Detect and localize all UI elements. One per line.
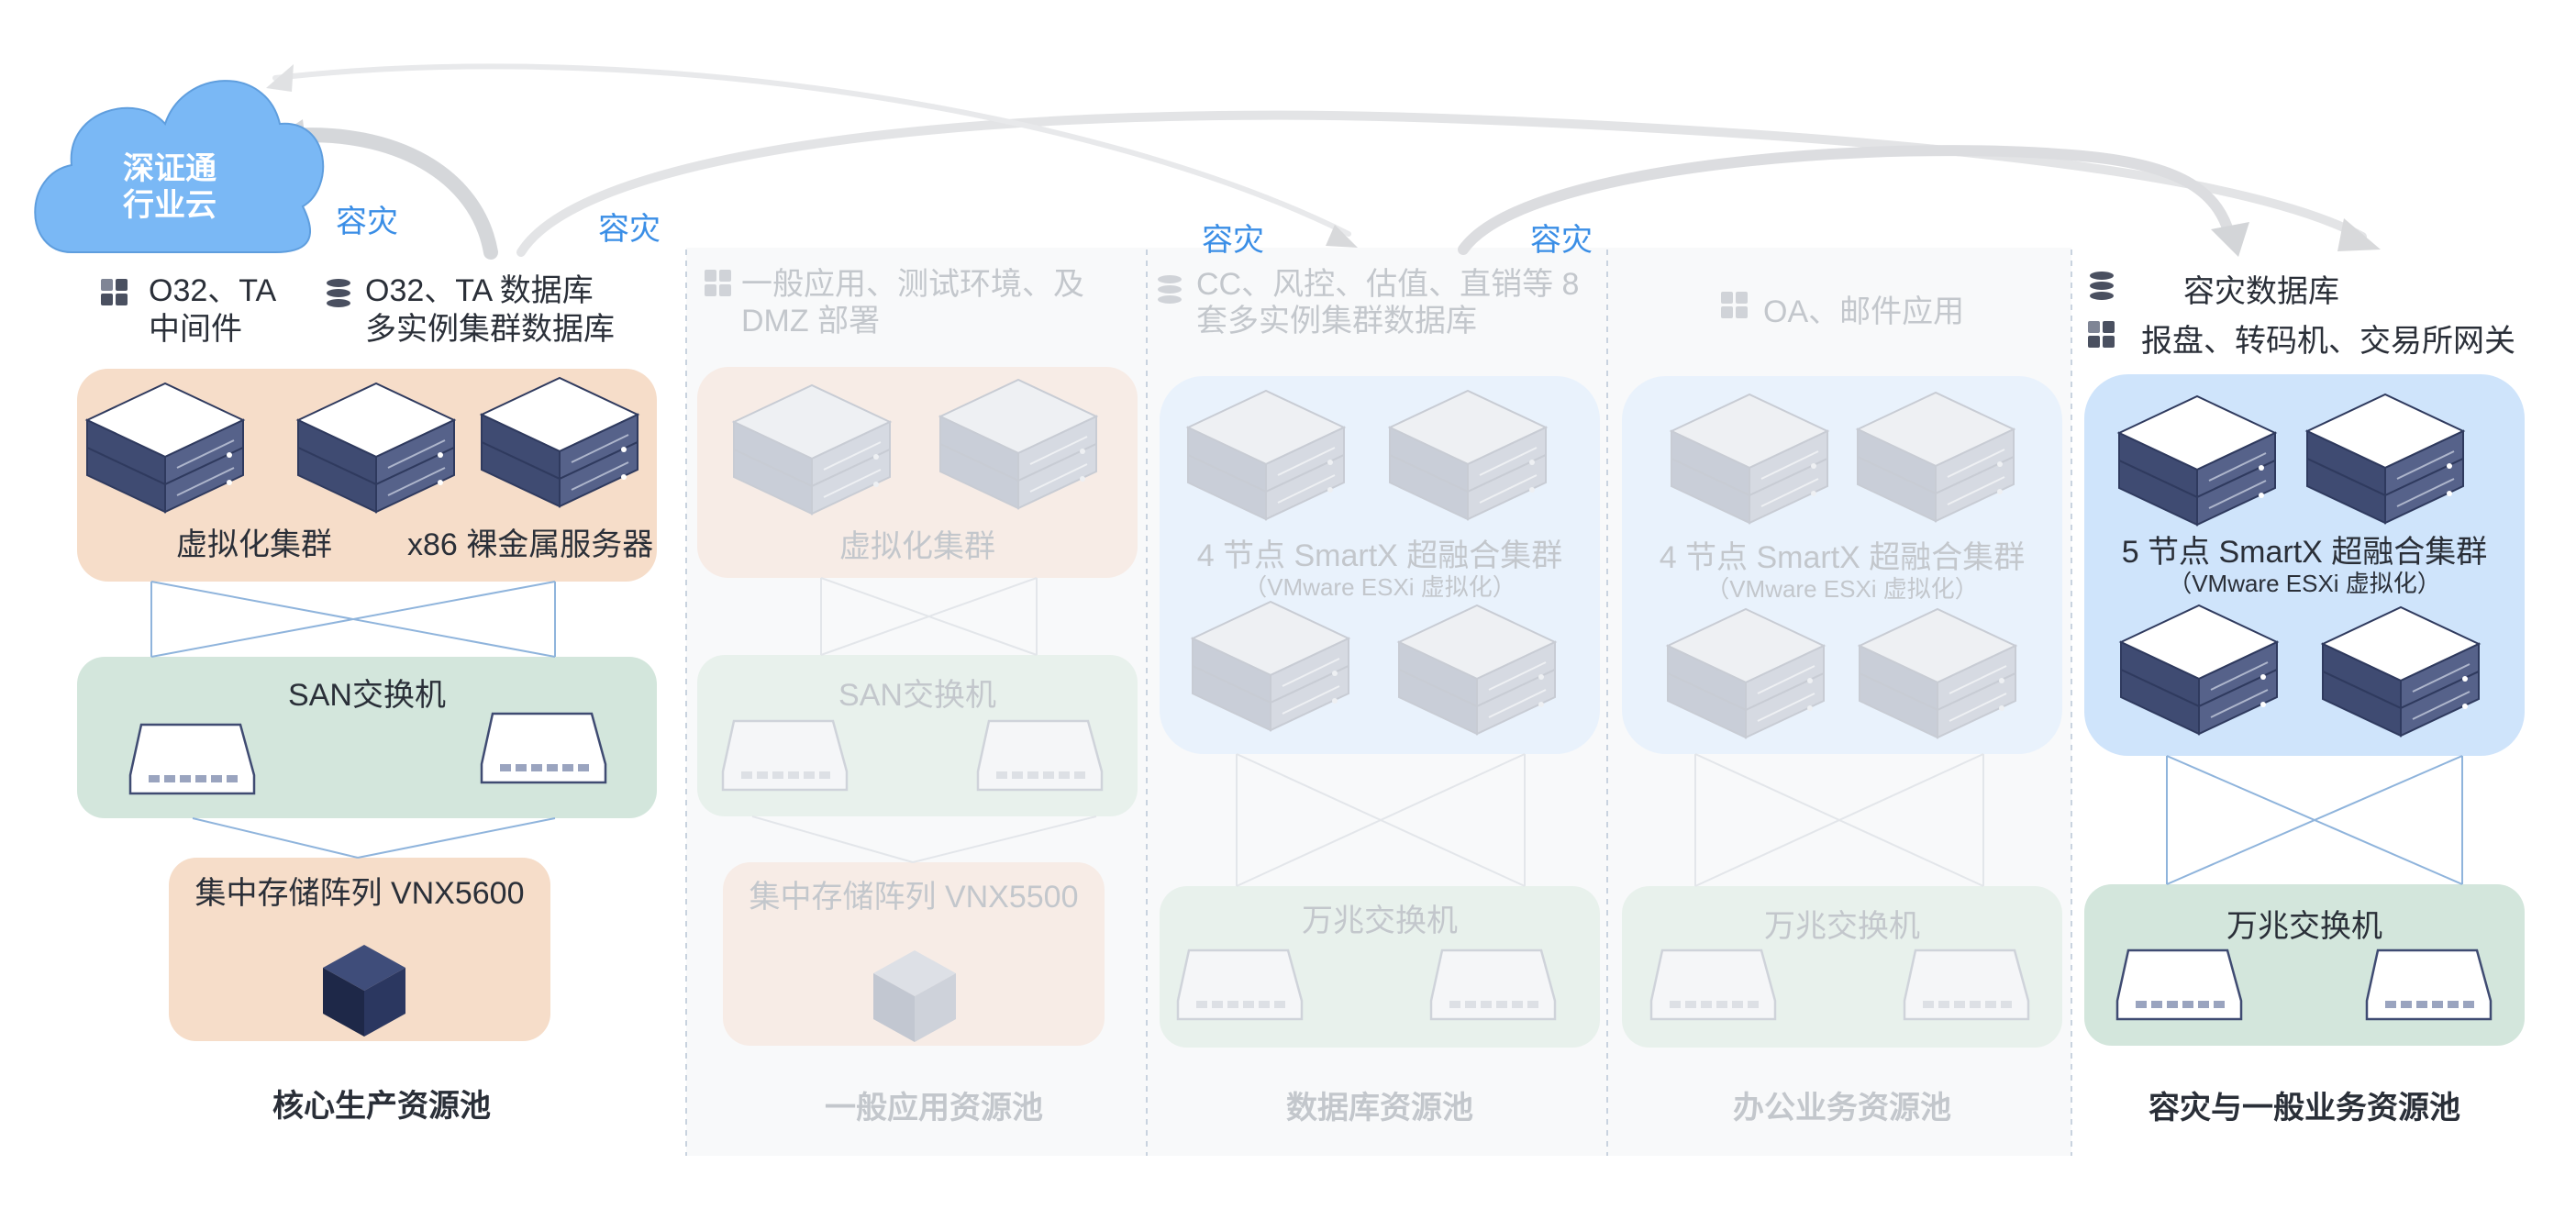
general-pool-caption: 一般应用资源池 [825,1091,1043,1126]
switch-core-2 [480,712,607,784]
switch-dr-2 [2365,948,2493,1021]
cloud-line1: 深证通 [123,151,217,186]
server-office-2 [1855,391,2016,523]
cloud-shape [34,80,325,253]
storage-general-array [873,950,956,1042]
server-db-2 [1387,389,1549,521]
switch-office-1 [1649,948,1777,1021]
column-separators [685,250,2072,1156]
server-core-bare-1 [295,382,457,514]
server-office-3 [1665,607,1827,739]
dr-label-3: 容灾 [1202,223,1264,258]
dr-app-grid: 报盘、转码机、交易所网关 [2141,324,2515,359]
server-office-1 [1669,393,1830,525]
dr-cluster-label: 5 节点 SmartX 超融合集群 [2121,535,2488,570]
server-office-4 [1857,607,2018,739]
core-switch-label: SAN交换机 [288,678,446,713]
dr-arc-core-to-cloud [282,128,498,260]
apps-icon [2088,321,2115,349]
server-core-virt-1 [84,382,246,514]
apps-icon [705,270,732,297]
database-icon [1158,275,1182,306]
arrow-head [2211,222,2249,257]
database-app: CC、风控、估值、直销等 8 套多实例集群数据库 [1196,266,1579,339]
dr-arc-outer [516,110,2367,257]
arrow-head [266,64,294,92]
dr-label-2: 容灾 [598,212,661,247]
dr-arc-db-to-dr [1458,145,2237,255]
server-db-3 [1190,600,1351,732]
server-core-bare-2 [479,376,640,508]
core-compute-right-label: x86 裸金属服务器 [407,527,654,562]
server-db-1 [1185,389,1347,521]
dr-arc-top [272,63,1351,237]
arrow-head [1326,225,1358,248]
office-pool-caption: 办公业务资源池 [1733,1091,1951,1126]
core-compute-left-label: 虚拟化集群 [176,527,332,562]
office-app: OA、邮件应用 [1763,294,1965,329]
core-app-left-line2: 中间件 [149,312,242,347]
database-icon [2090,272,2114,303]
dr-cluster-sub: （VMware ESXi 虚拟化） [2168,570,2441,597]
switch-db-1 [1176,948,1304,1021]
database-app-line2: 套多实例集群数据库 [1196,304,1477,338]
dr-label-1: 容灾 [336,205,398,239]
switch-db-2 [1429,948,1557,1021]
general-compute-label: 虚拟化集群 [839,529,995,564]
core-storage-label: 集中存储阵列 VNX5600 [194,876,525,911]
database-cluster-sub: （VMware ESXi 虚拟化） [1243,573,1516,601]
switch-general-1 [721,719,849,792]
core-app-right: O32、TA 数据库 多实例集群数据库 [365,272,615,349]
general-storage-label: 集中存储阵列 VNX5500 [749,880,1079,915]
core-app-right-line1: O32、TA 数据库 [365,273,594,308]
core-app-left-line1: O32、TA [149,273,277,308]
switch-core-1 [128,723,256,795]
server-general-2 [938,378,1099,510]
core-app-right-line2: 多实例集群数据库 [365,312,615,347]
server-dr-1 [2116,394,2278,527]
apps-icon [1721,292,1749,319]
dr-arcs [266,63,2381,260]
cloud-label: 深证通 行业云 [110,150,229,224]
general-app-line2: DMZ 部署 [741,304,881,338]
core-app-left: O32、TA 中间件 [149,272,276,349]
dr-label-4: 容灾 [1530,223,1593,258]
dr-app-db: 容灾数据库 [2183,274,2339,309]
server-general-1 [731,383,893,516]
database-pool-caption: 数据库资源池 [1286,1091,1473,1126]
arrow-head [2337,218,2381,251]
server-dr-3 [2118,604,2280,736]
database-icon [327,279,350,310]
server-db-4 [1396,604,1558,736]
office-cluster-sub: （VMware ESXi 虚拟化） [1705,575,1979,603]
apps-icon [101,279,128,306]
database-switch-label: 万兆交换机 [1302,904,1458,938]
database-app-line1: CC、风控、估值、直销等 8 [1196,267,1580,302]
storage-core-array [323,945,405,1037]
switch-dr-1 [2115,948,2243,1021]
connection-lines [150,577,2463,887]
switch-general-2 [976,719,1104,792]
server-dr-4 [2320,605,2482,738]
dr-switch-label: 万兆交换机 [2226,909,2382,944]
general-app-line1: 一般应用、测试环境、及 [741,267,1084,302]
dr-pool-caption: 容灾与一般业务资源池 [2149,1091,2460,1126]
cloud-line2: 行业云 [123,188,217,223]
office-switch-label: 万兆交换机 [1764,909,1920,944]
database-cluster-label: 4 节点 SmartX 超融合集群 [1196,538,1563,573]
switch-office-2 [1903,948,2030,1021]
server-dr-2 [2304,393,2466,525]
general-switch-label: SAN交换机 [838,678,996,713]
office-cluster-label: 4 节点 SmartX 超融合集群 [1659,540,2026,575]
device-layer [84,376,2493,1042]
general-app: 一般应用、测试环境、及 DMZ 部署 [741,266,1084,339]
core-pool-caption: 核心生产资源池 [272,1089,491,1124]
